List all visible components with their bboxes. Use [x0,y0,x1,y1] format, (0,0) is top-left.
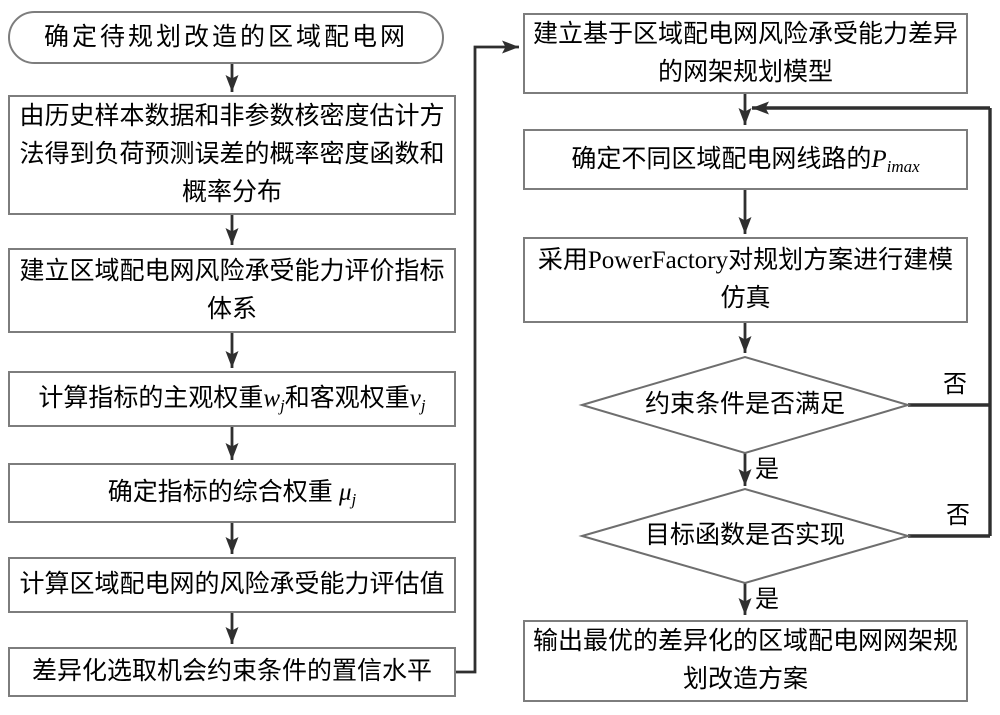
pimax-text-pre: 确定不同区域配电网线路的 [571,145,872,173]
node-model-label: 建立基于区域配电网风险承受能力差异的网架规划模型 [532,20,958,86]
decision-constraint-label: 约束条件是否满足 [644,391,845,418]
node-combined-weight: 确定指标的综合权重 μj [8,463,456,523]
node-start: 确定待规划改造的区域配电网 [8,11,444,64]
label-yes-objective: 是 [755,587,779,613]
node-pimax: 确定不同区域配电网线路的Pimax [523,129,968,190]
weights-var-v: v [409,385,421,412]
pimax-var-p: P [871,145,887,173]
label-no-constraint: 否 [943,372,967,398]
weights-sub-wj: j [280,395,285,415]
node-index-system-label: 建立区域配电网风险承受能力评价指标体系 [19,257,445,323]
weights-sub-vj: j [420,395,426,415]
weights-text-mid: 和客观权重 [284,385,410,412]
combined-var-mu: μ [338,479,352,506]
node-kde-label: 由历史样本数据和非参数核密度估计方法得到负荷预测误差的概率密度函数和概率分布 [19,103,445,206]
combined-text-pre: 确定指标的综合权重 [107,479,339,506]
node-kde: 由历史样本数据和非参数核密度估计方法得到负荷预测误差的概率密度函数和概率分布 [8,95,456,215]
node-confidence: 差异化选取机会约束条件的置信水平 [8,647,456,697]
node-model: 建立基于区域配电网风险承受能力差异的网架规划模型 [523,13,968,94]
node-index-system: 建立区域配电网风险承受能力评价指标体系 [8,248,456,333]
pimax-sub-imax: imax [886,156,920,176]
node-pimax-label: 确定不同区域配电网线路的Pimax [571,141,919,179]
node-simulate-label: 采用PowerFactory对规划方案进行建模仿真 [537,247,954,312]
label-no-objective: 否 [946,503,970,529]
node-start-label: 确定待规划改造的区域配电网 [43,23,408,51]
label-yes-constraint: 是 [755,457,779,483]
node-output-label: 输出最优的差异化的区域配电网网架规划改造方案 [532,628,958,693]
node-confidence-label: 差异化选取机会约束条件的置信水平 [31,658,432,685]
weights-var-w: w [263,385,281,412]
node-weights: 计算指标的主观权重wj和客观权重vj [8,371,456,427]
node-simulate: 采用PowerFactory对规划方案进行建模仿真 [523,237,968,323]
decision-objective-label: 目标函数是否实现 [644,522,845,549]
node-weights-label: 计算指标的主观权重wj和客观权重vj [38,380,425,418]
decision-diamond-objective [578,487,912,585]
decision-diamond-constraint [578,355,912,455]
node-combined-weight-label: 确定指标的综合权重 μj [108,474,357,512]
connector-confidence-to-model [456,40,519,674]
node-output: 输出最优的差异化的区域配电网网架规划改造方案 [523,620,968,702]
combined-sub-j: j [351,489,357,509]
node-risk-eval-label: 计算区域配电网的风险承受能力评估值 [19,571,445,598]
weights-text-pre: 计算指标的主观权重 [38,385,264,412]
node-risk-eval: 计算区域配电网的风险承受能力评估值 [8,557,456,613]
